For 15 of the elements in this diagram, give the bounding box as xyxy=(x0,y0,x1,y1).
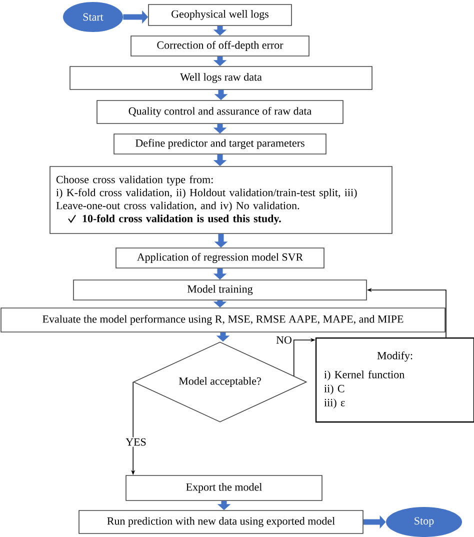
process-box: Choose cross validation type from: i) K-fold cross validation, ii) Holdout validation/train-test split, iii) Leave-one-out cross validation, and iv) No validation. 10-fold cross validation is used this study. xyxy=(50,166,392,234)
process-box: Application of regression model SVR xyxy=(116,248,324,268)
edge-label: YES xyxy=(124,437,148,447)
process-box: Define predictor and target parameters xyxy=(114,134,326,154)
process-box: Quality control and assurance of raw data xyxy=(96,100,344,124)
start-oval: Start xyxy=(63,2,123,32)
process-box: Well logs raw data xyxy=(70,66,372,90)
process-box: Model training xyxy=(73,280,367,300)
process-box: Evaluate the model performance using R, MSE, RMSE AAPE, MAPE, and MIPE xyxy=(0,308,446,332)
process-box: Run prediction with new data using exported model xyxy=(78,510,364,534)
process-box: Export the model xyxy=(126,475,322,501)
stop-oval: Stop xyxy=(386,507,462,537)
process-box: Correction of off-depth error xyxy=(130,36,310,56)
process-box: Modify: i) Kernel function ii) C iii) ε xyxy=(315,337,474,423)
process-box: Geophysical well logs xyxy=(148,4,292,26)
